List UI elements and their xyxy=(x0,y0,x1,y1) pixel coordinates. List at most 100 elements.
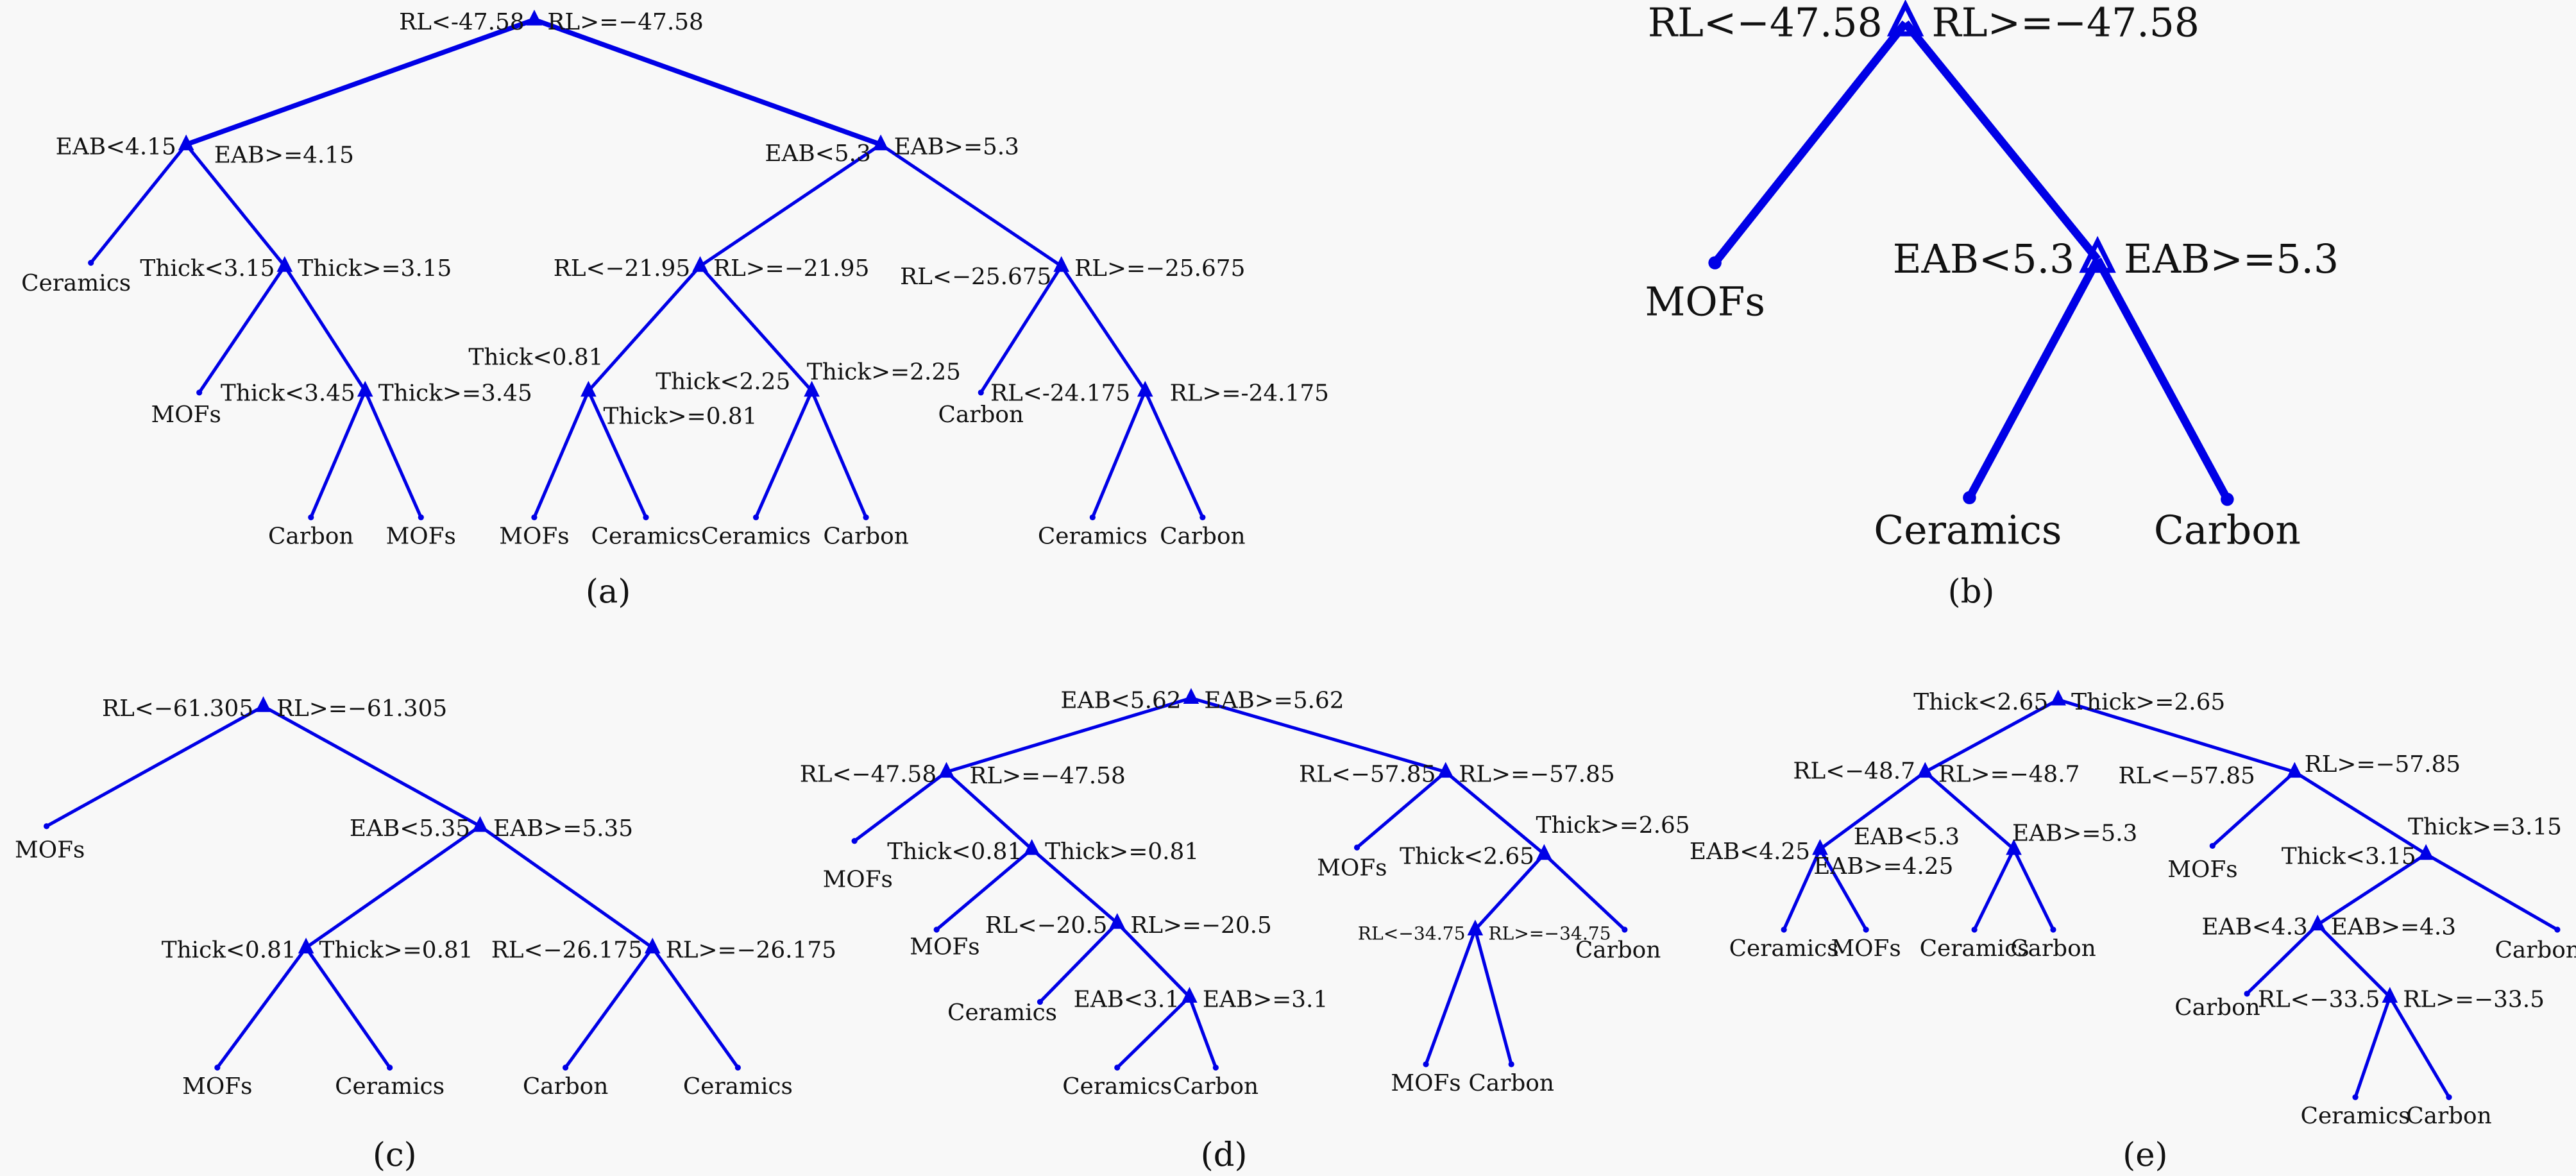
leaf-node-marker xyxy=(1963,491,1976,504)
tree-edge xyxy=(810,390,868,518)
split-right-label: EAB>=5.3 xyxy=(2012,821,2137,847)
split-left-label: RL<−20.5 xyxy=(985,912,1108,939)
leaf-class-label: Ceramics xyxy=(2301,1103,2411,1129)
split-right-label: RL>=−47.58 xyxy=(969,763,1125,789)
leaf-node-marker xyxy=(1863,926,1869,933)
tree-edge xyxy=(363,390,423,518)
split-node-marker xyxy=(526,10,543,26)
split-right-label: EAB>=4.3 xyxy=(2331,914,2456,941)
tree-edge xyxy=(1090,390,1147,518)
tree-edge xyxy=(2012,848,2055,931)
split-left-label: Thick<2.65 xyxy=(1400,844,1534,870)
split-right-label: RL>=−21.95 xyxy=(713,255,869,282)
leaf-class-label: MOFs xyxy=(15,837,85,863)
split-right-label: EAB>=5.3 xyxy=(2124,237,2339,282)
leaf-class-label: Ceramics xyxy=(683,1073,793,1100)
split-right-label: RL>=−20.5 xyxy=(1130,912,1272,939)
tree-edge xyxy=(2316,923,2391,998)
leaf-node-marker xyxy=(851,838,858,844)
split-left-label: Thick<2.65 xyxy=(1913,689,2048,715)
split-left-label: Thick<0.81 xyxy=(887,839,1022,865)
leaf-class-label: MOFs xyxy=(1391,1070,1461,1096)
split-right-label: EAB>=3.1 xyxy=(1203,986,1328,1012)
leaf-class-label: Ceramics xyxy=(335,1073,445,1100)
tree-edge xyxy=(1187,996,1217,1068)
leaf-node-marker xyxy=(1037,999,1044,1005)
split-node-marker xyxy=(1109,913,1126,929)
split-left-label: RL<−61.305 xyxy=(102,695,253,722)
split-node-marker xyxy=(276,256,293,272)
tree-edge xyxy=(2094,257,2231,502)
leaf-node-marker xyxy=(1199,514,1206,521)
tree-edge xyxy=(1818,848,1868,931)
tree-edge xyxy=(1965,257,2101,500)
tree-edge xyxy=(935,848,1033,931)
leaf-class-label: Ceramics xyxy=(591,523,701,549)
split-left-label: Thick<0.81 xyxy=(468,344,603,370)
leaf-class-label: Ceramics xyxy=(1038,523,1148,549)
split-left-label: EAB<5.3 xyxy=(1854,824,1960,850)
leaf-node-marker xyxy=(978,389,984,396)
tree-edge xyxy=(1711,20,1909,266)
leaf-class-label: MOFs xyxy=(1645,280,1765,325)
leaf-node-marker xyxy=(1781,926,1787,933)
tree-edge xyxy=(1972,848,2015,931)
leaf-class-label: Carbon xyxy=(1160,523,1245,549)
tree-edge xyxy=(754,390,813,518)
tree-edge xyxy=(587,390,648,518)
tree-edge xyxy=(305,824,481,950)
split-node-marker xyxy=(580,380,597,397)
tree-edge xyxy=(564,946,654,1069)
split-node-marker xyxy=(357,380,373,397)
tree-edge xyxy=(46,704,264,828)
tree-edge xyxy=(1191,696,1446,774)
tree-edge xyxy=(304,946,391,1069)
tree-edge xyxy=(185,17,536,147)
leaf-class-label: Carbon xyxy=(268,523,353,549)
split-left-label: EAB<3.1 xyxy=(1074,986,1180,1012)
tree-edge xyxy=(1143,390,1205,518)
leaf-node-marker xyxy=(562,1064,569,1071)
tree-edge xyxy=(979,265,1063,394)
tree-edge xyxy=(1543,853,1626,931)
split-node-marker xyxy=(804,380,820,397)
tree-edge xyxy=(198,265,286,394)
leaf-class-label: MOFs xyxy=(910,933,979,960)
tree-edge xyxy=(1924,771,2015,851)
leaf-node-marker xyxy=(752,514,759,521)
leaf-node-marker xyxy=(734,1064,741,1071)
split-right-label: Thick>=2.25 xyxy=(807,359,961,385)
leaf-node-marker xyxy=(214,1064,221,1071)
tree-edge xyxy=(945,771,1033,851)
tree-edge xyxy=(587,265,702,393)
split-node-marker xyxy=(1024,839,1040,855)
tree-edge xyxy=(1473,929,1513,1065)
split-left-label: EAB<5.62 xyxy=(1060,687,1181,713)
leaf-class-label: Carbon xyxy=(2010,935,2096,962)
split-right-label: Thick>=2.65 xyxy=(2071,689,2225,715)
leaf-node-marker xyxy=(387,1064,393,1071)
leaf-node-marker xyxy=(1114,1064,1121,1071)
leaf-class-label: MOFs xyxy=(823,866,893,892)
split-node-marker xyxy=(872,134,889,151)
leaf-node-marker xyxy=(2050,926,2056,933)
split-right-label: EAB>=5.3 xyxy=(894,134,1019,160)
split-node-marker xyxy=(178,134,194,151)
split-right-label: Thick>=3.15 xyxy=(298,255,452,282)
split-node-marker xyxy=(2079,235,2116,273)
leaf-node-marker xyxy=(2352,1094,2359,1100)
tree-edge xyxy=(479,824,654,950)
leaf-class-label: MOFs xyxy=(151,402,221,428)
split-right-label: Thick>=0.81 xyxy=(603,403,757,429)
leaf-node-marker xyxy=(2221,493,2234,506)
leaf-class-label: Ceramics xyxy=(1062,1073,1172,1100)
leaf-node-marker xyxy=(1353,844,1360,851)
split-left-label: RL<-24.175 xyxy=(990,380,1130,407)
panel-caption: (c) xyxy=(373,1136,417,1175)
leaf-node-marker xyxy=(1508,1061,1514,1068)
leaf-node-marker xyxy=(531,514,538,521)
panel-caption: (e) xyxy=(2123,1136,2167,1175)
split-left-label: EAB<5.3 xyxy=(1893,237,2075,282)
split-left-label: RL<−48.7 xyxy=(1793,758,1915,784)
tree-edge xyxy=(2316,853,2427,926)
